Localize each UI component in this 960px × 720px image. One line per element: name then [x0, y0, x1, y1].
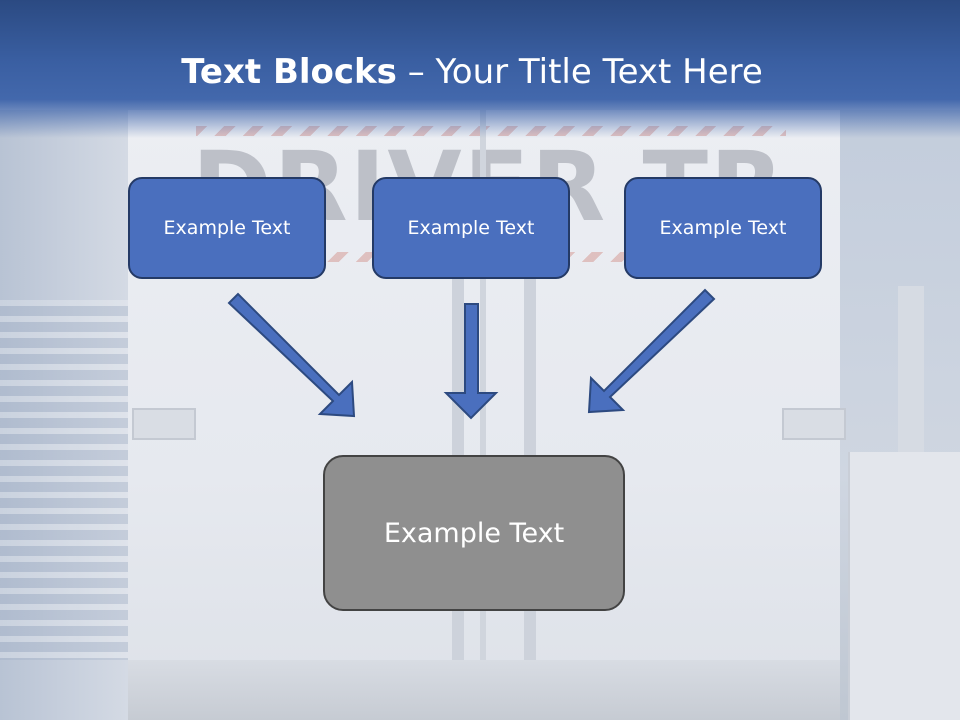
background-smokestack	[898, 286, 924, 456]
background-left-trailer	[0, 110, 128, 720]
title-band	[0, 0, 960, 138]
title-bold-part: Text Blocks	[181, 52, 397, 92]
title-rest: Your Title Text Here	[435, 52, 763, 92]
text-block-label: Example Text	[163, 217, 291, 239]
title-dash: –	[407, 52, 425, 92]
arrow-left-diagonal[interactable]	[227, 292, 356, 418]
text-block-2[interactable]: Example Text	[372, 177, 570, 279]
slide-title: Text Blocks – Your Title Text Here	[0, 52, 944, 92]
result-block[interactable]: Example Text	[323, 455, 625, 611]
result-block-label: Example Text	[383, 517, 565, 549]
arrow-right-diagonal[interactable]	[587, 288, 716, 414]
background-door-seam	[480, 110, 486, 720]
background-left-trailer-panels	[0, 300, 128, 660]
background-bumper	[128, 660, 840, 720]
text-block-label: Example Text	[407, 217, 535, 239]
background-hinge	[782, 408, 846, 440]
arrow-center-down[interactable]	[443, 303, 499, 420]
text-block-1[interactable]: Example Text	[128, 177, 326, 279]
background-hinge	[132, 408, 196, 440]
background-right-trailer	[848, 452, 960, 720]
text-block-3[interactable]: Example Text	[624, 177, 822, 279]
text-block-label: Example Text	[659, 217, 787, 239]
